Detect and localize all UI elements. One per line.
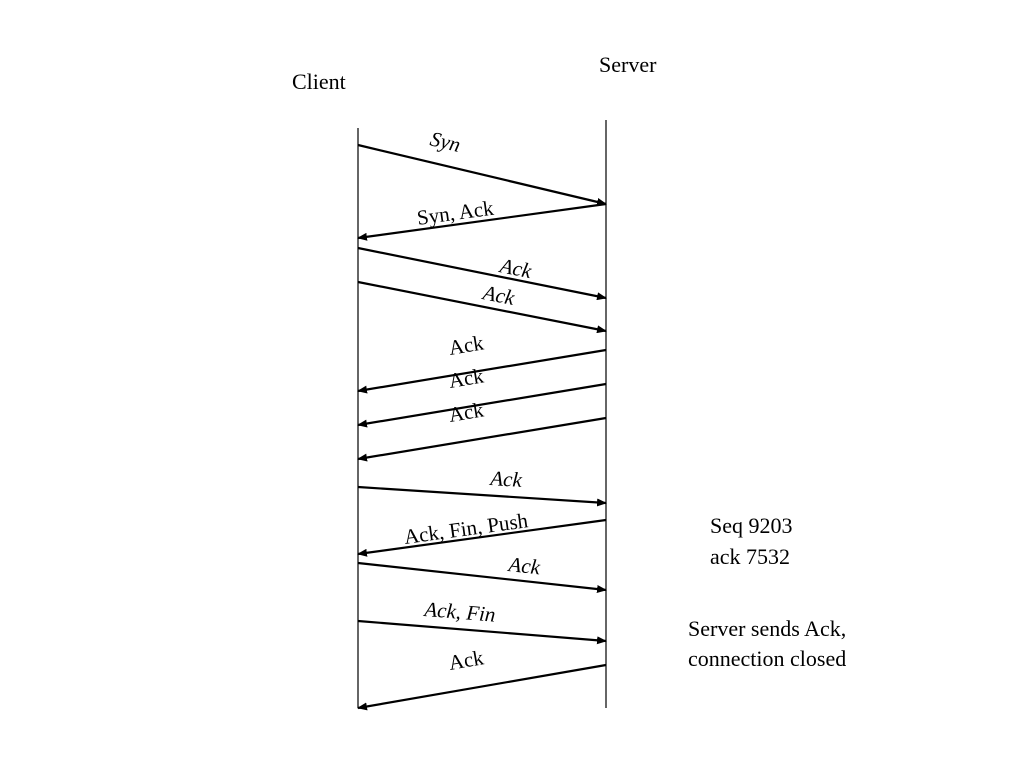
close-note-line2: connection closed [688, 646, 846, 671]
message-arrow-5 [357, 348, 607, 394]
client-label: Client [292, 69, 346, 94]
seq-note-line1: Seq 9203 [710, 513, 793, 538]
message-arrow-10 [357, 561, 607, 594]
message-arrow-11 [357, 619, 607, 645]
message-label-11: Ack, Fin [422, 597, 497, 627]
message-arrow-6 [357, 382, 607, 428]
server-label: Server [599, 52, 657, 77]
message-arrow-1 [357, 143, 607, 206]
message-label-7: Ack [447, 397, 486, 426]
close-note-line1: Server sends Ack, [688, 616, 846, 641]
message-arrow-7 [357, 416, 607, 462]
message-arrow-3 [357, 246, 607, 301]
message-arrow-9 [357, 518, 607, 557]
message-arrow-4 [357, 280, 607, 334]
message-arrow-2 [357, 202, 607, 241]
message-label-9: Ack, Fin, Push [402, 508, 529, 549]
message-label-1: Syn [428, 127, 463, 157]
message-arrow-8 [357, 485, 607, 507]
message-label-5: Ack [447, 330, 486, 359]
message-label-8: Ack [488, 466, 524, 492]
message-label-10: Ack [505, 552, 542, 580]
message-label-6: Ack [447, 363, 486, 392]
message-label-4: Ack [479, 280, 517, 310]
message-label-12: Ack [447, 645, 486, 675]
message-label-2: Syn, Ack [415, 196, 495, 230]
message-arrow-12 [357, 663, 607, 711]
seq-note-line2: ack 7532 [710, 544, 790, 569]
message-label-3: Ack [496, 253, 534, 283]
